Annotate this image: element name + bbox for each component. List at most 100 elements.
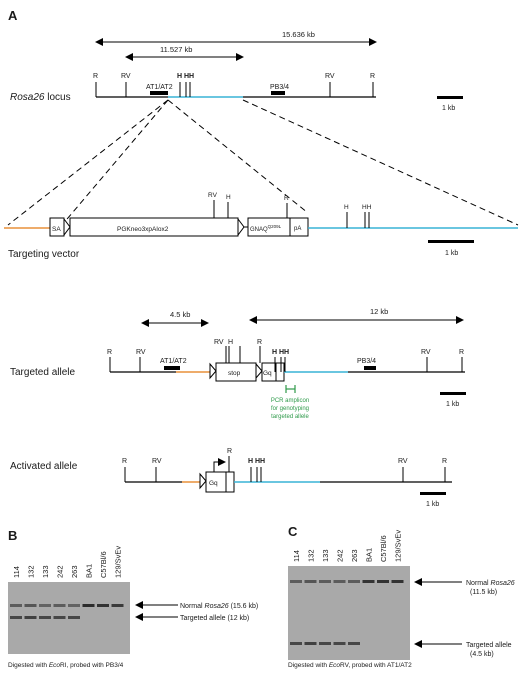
targeting-vector-label: Targeting vector	[8, 249, 80, 260]
blot-lane-label: C57Bl/6	[379, 535, 388, 562]
activated-gq-label: Gq	[209, 480, 218, 487]
rosa-locus-label: Rosa26 locus	[10, 92, 71, 103]
activated-site-rv: RV	[152, 458, 162, 465]
loxp-icon	[209, 362, 217, 380]
blot-lane-label: C57Bl/6	[99, 551, 108, 578]
locus-site-rv: RV	[121, 73, 131, 80]
scale-bar-activated	[420, 492, 446, 495]
blot-lane-label: 133	[321, 549, 330, 562]
activated-site-r2: R	[227, 448, 232, 455]
probe-at1-bar	[150, 91, 168, 95]
blot-b-label-targeted: Targeted allele (12 kb)	[180, 615, 249, 622]
targeted-stop-label: stop	[228, 370, 241, 377]
targeted-site-rv: RV	[136, 349, 146, 356]
panel-label-a: A	[8, 8, 18, 23]
locus-site-r: R	[93, 73, 98, 80]
dashed-connector	[242, 99, 519, 226]
span-label-12kb: 12 kb	[370, 307, 388, 316]
blot-band-targeted	[39, 616, 51, 619]
blot-band-targeted	[10, 616, 22, 619]
blot-lane-label: 263	[70, 565, 79, 578]
blot-band-normal	[97, 604, 109, 607]
targeted-probe-at1-bar	[164, 366, 180, 370]
blot-b-caption: Digested with EcoRI, probed with PB3/4	[8, 662, 124, 669]
blot-lane-label: 263	[350, 549, 359, 562]
blot-band-targeted	[24, 616, 37, 619]
locus-site-hh: HH	[184, 73, 194, 80]
blot-c-caption: Digested with EcoRV, probed with AT1/AT2	[288, 662, 412, 669]
pcr-label-line1: PCR amplicon	[271, 398, 309, 404]
blot-band-normal	[391, 580, 404, 583]
activated-site-hh: HH	[255, 458, 265, 465]
scale-label-targeted: 1 kb	[446, 401, 459, 408]
scale-label-locus: 1 kb	[442, 105, 455, 112]
blot-lane-label: 114	[292, 550, 301, 562]
blot-band-normal	[362, 580, 375, 583]
scale-bar-locus	[437, 96, 463, 99]
loxp-icon	[63, 217, 71, 237]
blot-band-normal	[377, 580, 389, 583]
blot-band-targeted	[53, 616, 66, 619]
blot-c-bands	[290, 580, 404, 645]
locus-site-h: H	[177, 73, 182, 80]
scale-label-activated: 1 kb	[426, 501, 439, 508]
vector-gnaq-label: GNAQQ209L	[250, 224, 282, 233]
blot-band-normal	[53, 604, 66, 607]
blot-band-normal	[304, 580, 317, 583]
loxp-icon	[255, 362, 263, 380]
vector-site-r: R	[284, 195, 289, 202]
targeted-site-r3: R	[459, 349, 464, 356]
scale-label-vector: 1 kb	[445, 250, 458, 257]
blot-lane-label: BA1	[85, 564, 94, 578]
targeted-site-hh: HH	[279, 349, 289, 356]
blot-c-label-normal: Normal Rosa26	[466, 580, 515, 587]
blot-lane-label: BA1	[365, 548, 374, 562]
targeted-site-rv2: RV	[214, 339, 224, 346]
locus-site-r2: R	[370, 73, 375, 80]
targeted-probe-label-at1: AT1/AT2	[160, 358, 187, 365]
pcr-label-line2: for genotyping	[271, 406, 309, 412]
targeted-gq-label: Gq	[263, 370, 272, 377]
blot-lane-label: 242	[56, 565, 65, 578]
targeted-pa-box	[275, 362, 285, 382]
blot-lane-label: 133	[41, 565, 50, 578]
blot-lane-label: 132	[27, 565, 36, 578]
targeted-site-h: H	[228, 339, 233, 346]
blot-band-normal	[333, 580, 346, 583]
probe-pb3-bar	[271, 91, 285, 95]
activated-allele-label: Activated allele	[10, 461, 78, 472]
blot-c-label-normal-size: (11.5 kb)	[470, 589, 497, 596]
blot-band-targeted	[348, 642, 360, 645]
pcr-label-line3: targeted allele	[271, 414, 309, 420]
targeted-site-r: R	[107, 349, 112, 356]
blot-b-bands	[10, 604, 124, 619]
blot-band-targeted	[319, 642, 331, 645]
vector-site-hh: HH	[362, 204, 372, 211]
vector-site-h: H	[226, 194, 231, 201]
targeted-probe-label-pb3: PB3/4	[357, 358, 376, 365]
scale-bar-vector	[428, 240, 474, 243]
span-label-4-5kb: 4.5 kb	[170, 310, 190, 319]
probe-label-pb3: PB3/4	[270, 84, 289, 91]
vector-neo-label: PGKneo3xpAlox2	[117, 226, 169, 233]
blot-band-targeted	[68, 616, 80, 619]
dashed-connector	[7, 99, 169, 226]
blot-c-label-targeted-size: (4.5 kb)	[470, 651, 494, 658]
blot-band-targeted	[290, 642, 302, 645]
dashed-connector	[61, 99, 169, 226]
blot-band-normal	[68, 604, 80, 607]
targeted-site-r2: R	[257, 339, 262, 346]
activated-site-r3: R	[442, 458, 447, 465]
vector-pa-box	[289, 217, 309, 237]
targeted-site-rv3: RV	[421, 349, 431, 356]
vector-site-h2: H	[344, 204, 349, 211]
blot-b-label-normal: Normal Rosa26 (15.6 kb)	[180, 603, 258, 610]
span-label-short: 11.527 kb	[160, 45, 192, 54]
blot-band-normal	[348, 580, 360, 583]
blot-band-normal	[24, 604, 37, 607]
vector-pa-label: pA	[294, 226, 301, 232]
targeted-probe-pb3-bar	[364, 366, 376, 370]
